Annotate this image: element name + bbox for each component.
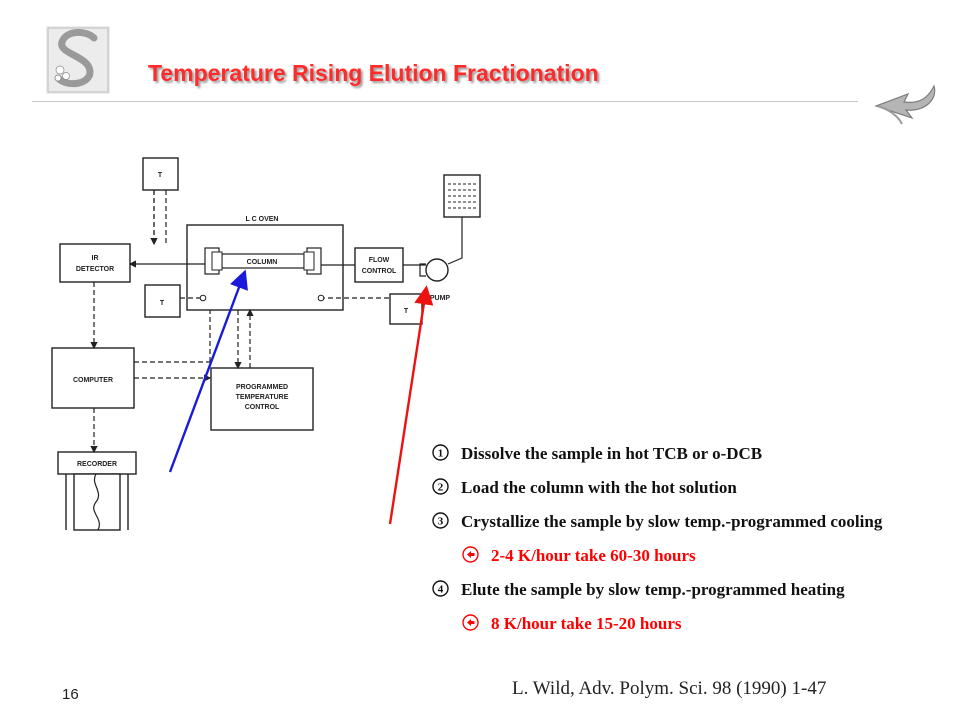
temperature-label-top: T [158,172,163,179]
step-3-text: Crystallize the sample by slow temp.-pro… [461,512,883,531]
flow-label-line2: CONTROL [362,268,397,275]
recorder-label: RECORDER [77,461,117,468]
step-4: 4 Elute the sample by slow temp.-programm… [432,580,845,600]
substep-2-text: 8 K/hour take 15-20 hours [491,614,682,633]
programmed-temperature-control-box [210,367,314,431]
slide-number: 16 [62,686,79,703]
prog-label-line3: CONTROL [245,404,280,411]
prog-label-line2: TEMPERATURE [236,394,289,401]
blue-annotation-arrow [168,269,248,473]
pointer-icon [462,546,479,563]
substep-heating-rate: 8 K/hour take 15-20 hours [462,614,682,634]
svg-text:2: 2 [438,482,444,494]
tref-instrument-diagram: T L C OVEN COLUMN IR DETECTOR FLOW CONTR… [51,157,481,531]
step-3: 3 Crystallize the sample by slow temp.-pr… [432,512,882,532]
step-2-text: Load the column with the hot solution [461,478,737,497]
temperature-box-top [142,157,179,191]
pointer-icon [462,614,479,631]
substep-cooling-rate: 2-4 K/hour take 60-30 hours [462,546,696,566]
svg-text:3: 3 [438,516,444,528]
step-1-text: Dissolve the sample in hot TCB or o-DCB [461,444,763,463]
temperature-box-middle [144,284,181,318]
flow-label-line1: FLOW [369,257,390,264]
ir-label-line1: IR [92,255,99,262]
step-1: 1 Dissolve the sample in hot TCB or o-DCB [432,444,762,464]
circled-number-2-icon: 2 [432,478,449,495]
ir-label-line2: DETECTOR [76,266,114,273]
university-logo [46,26,110,94]
lc-oven-label: L C OVEN [246,216,279,223]
flow-control-box [354,247,404,283]
circled-number-1-icon: 1 [432,444,449,461]
temperature-label-right: T [404,308,409,315]
prog-label-line1: PROGRAMMED [236,384,288,391]
substep-1-text: 2-4 K/hour take 60-30 hours [491,546,696,565]
temperature-label-middle: T [160,300,165,307]
circled-number-4-icon: 4 [432,580,449,597]
page-title: Temperature Rising Elution Fractionation [148,60,599,86]
svg-text:1: 1 [438,448,444,460]
ir-detector-box [59,243,131,283]
computer-label: COMPUTER [73,377,113,384]
back-arrow-icon[interactable] [868,80,940,126]
red-annotation-arrow [388,285,434,525]
circled-number-3-icon: 3 [432,512,449,529]
header-divider [32,101,858,102]
reference-citation: L. Wild, Adv. Polym. Sci. 98 (1990) 1-47 [512,678,827,699]
step-4-text: Elute the sample by slow temp.-programme… [461,580,845,599]
pump [425,258,449,282]
column-label: COLUMN [247,259,278,266]
pump-label: PUMP [430,295,451,302]
svg-text:4: 4 [438,584,444,596]
step-2: 2 Load the column with the hot solution [432,478,737,498]
